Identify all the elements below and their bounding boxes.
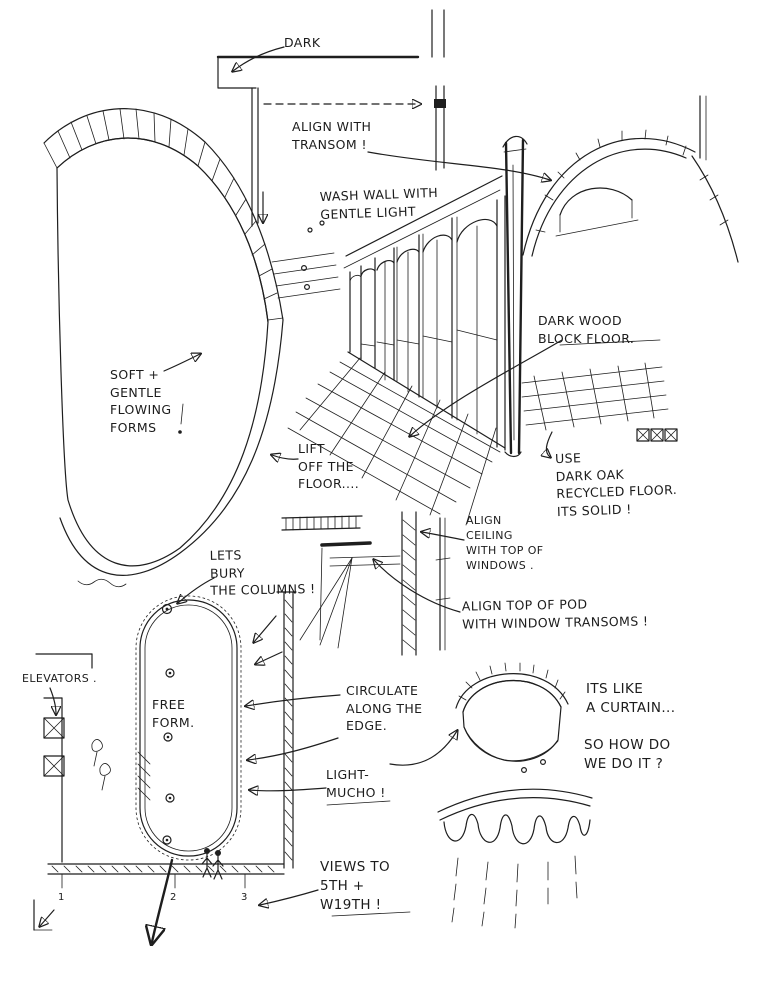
plan-grid-mark-2: 2 xyxy=(170,892,177,903)
note-soft-gentle: SOFT + GENTLE FLOWING FORMS xyxy=(110,367,172,435)
pod-section-sketch xyxy=(281,511,451,656)
note-elevators: ELEVATORS . xyxy=(22,672,97,685)
note-lets-bury: LETS BURY THE COLUMNS ! xyxy=(209,547,316,598)
note-use-dark-oak: USE DARK OAK RECYCLED FLOOR. ITS SOLID ! xyxy=(554,450,678,519)
plan-grid-mark-3: 3 xyxy=(241,892,248,903)
plan-grid-mark-1: 1 xyxy=(58,892,65,903)
note-align-ceiling: ALIGN CEILING WITH TOP OF WINDOWS . xyxy=(466,514,544,572)
corridor-sketch xyxy=(287,95,739,526)
note-like-curtain: ITS LIKE A CURTAIN... xyxy=(586,681,676,716)
people-figures xyxy=(201,848,224,880)
note-lift-off-floor: LIFT OFF THE FLOOR.... xyxy=(298,441,360,491)
note-views: VIEWS TO 5TH + W19TH ! xyxy=(320,859,391,913)
ceiling-section-sketch xyxy=(216,9,446,227)
note-dark-wood-floor: DARK WOOD BLOCK FLOOR. xyxy=(538,313,635,346)
note-light-mucho: LIGHT- MUCHO ! xyxy=(326,767,386,800)
annotation-arrows xyxy=(40,46,563,942)
note-align-with-transom: ALIGN WITH TRANSOM ! xyxy=(292,119,372,152)
elevator-boxes xyxy=(43,717,65,777)
floor-grid-sample-sketch xyxy=(521,362,669,431)
floor-plan-sketch xyxy=(33,591,297,931)
misc-marks xyxy=(178,220,661,917)
note-how-do: SO HOW DO WE DO IT ? xyxy=(584,737,671,772)
floor-material-swatches xyxy=(636,428,678,442)
curtain-sketch xyxy=(43,108,284,588)
drapery-folds-sketch xyxy=(437,788,593,929)
curtain-dome-sketch xyxy=(455,662,569,773)
note-free-form: FREE FORM. xyxy=(152,697,195,730)
note-align-top-pod: ALIGN TOP OF POD WITH WINDOW TRANSOMS ! xyxy=(461,596,649,632)
note-dark: DARK xyxy=(284,35,321,50)
note-circulate: CIRCULATE ALONG THE EDGE. xyxy=(346,683,423,733)
note-wash-wall: WASH WALL WITH GENTLE LIGHT xyxy=(319,184,439,222)
